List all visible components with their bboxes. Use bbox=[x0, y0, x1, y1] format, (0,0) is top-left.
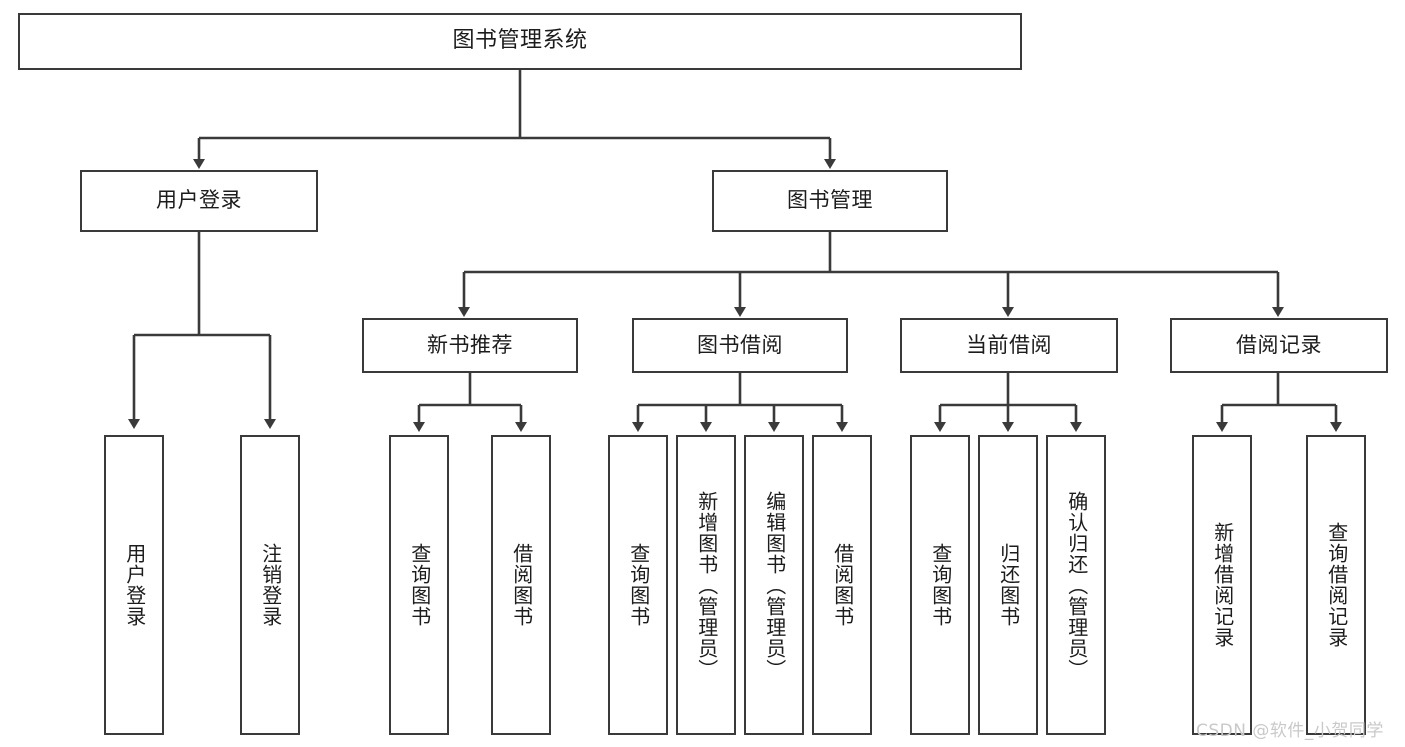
node-label: 图书管理系统 bbox=[452, 28, 588, 54]
node-label: 编辑图书（管理员） bbox=[762, 490, 787, 680]
node-label: 确认归还（管理员） bbox=[1064, 490, 1089, 680]
leaf-bb-edit-book-admin[interactable]: 编辑图书（管理员） bbox=[744, 435, 804, 735]
node-label: 查询图书 bbox=[928, 543, 953, 627]
node-label: 归还图书 bbox=[996, 543, 1021, 627]
leaf-cb-query-book[interactable]: 查询图书 bbox=[910, 435, 970, 735]
node-label: 借阅记录 bbox=[1236, 332, 1322, 357]
node-label: 查询图书 bbox=[407, 543, 432, 627]
leaf-nb-borrow-book[interactable]: 借阅图书 bbox=[491, 435, 551, 735]
node-root-book-management-system[interactable]: 图书管理系统 bbox=[18, 13, 1022, 70]
node-label: 查询图书 bbox=[626, 543, 651, 627]
node-label: 用户登录 bbox=[156, 188, 242, 213]
node-book-borrow[interactable]: 图书借阅 bbox=[632, 318, 848, 373]
leaf-bb-add-book-admin[interactable]: 新增图书（管理员） bbox=[676, 435, 736, 735]
leaf-nb-query-book[interactable]: 查询图书 bbox=[389, 435, 449, 735]
csdn-watermark: CSDN @软件_小贺同学 bbox=[1196, 721, 1384, 741]
leaf-cb-confirm-return-admin[interactable]: 确认归还（管理员） bbox=[1046, 435, 1106, 735]
node-user-login[interactable]: 用户登录 bbox=[80, 170, 318, 232]
node-label: 新书推荐 bbox=[427, 332, 513, 357]
leaf-br-query-record[interactable]: 查询借阅记录 bbox=[1306, 435, 1366, 735]
node-label: 用户登录 bbox=[122, 543, 147, 627]
leaf-br-add-record[interactable]: 新增借阅记录 bbox=[1192, 435, 1252, 735]
node-label: 借阅图书 bbox=[509, 543, 534, 627]
node-label: 图书借阅 bbox=[697, 332, 783, 357]
node-new-book-recommend[interactable]: 新书推荐 bbox=[362, 318, 578, 373]
node-label: 查询借阅记录 bbox=[1324, 522, 1349, 648]
leaf-bb-query-book[interactable]: 查询图书 bbox=[608, 435, 668, 735]
node-label: 图书管理 bbox=[787, 188, 873, 213]
node-book-management[interactable]: 图书管理 bbox=[712, 170, 948, 232]
node-label: 注销登录 bbox=[258, 543, 283, 627]
leaf-cb-return-book[interactable]: 归还图书 bbox=[978, 435, 1038, 735]
leaf-user-login[interactable]: 用户登录 bbox=[104, 435, 164, 735]
leaf-bb-borrow-book[interactable]: 借阅图书 bbox=[812, 435, 872, 735]
node-borrow-record[interactable]: 借阅记录 bbox=[1170, 318, 1388, 373]
node-current-borrow[interactable]: 当前借阅 bbox=[900, 318, 1118, 373]
node-label: 当前借阅 bbox=[966, 332, 1052, 357]
node-label: 新增借阅记录 bbox=[1210, 522, 1235, 648]
node-label: 新增图书（管理员） bbox=[694, 490, 719, 680]
leaf-logout[interactable]: 注销登录 bbox=[240, 435, 300, 735]
node-label: 借阅图书 bbox=[830, 543, 855, 627]
